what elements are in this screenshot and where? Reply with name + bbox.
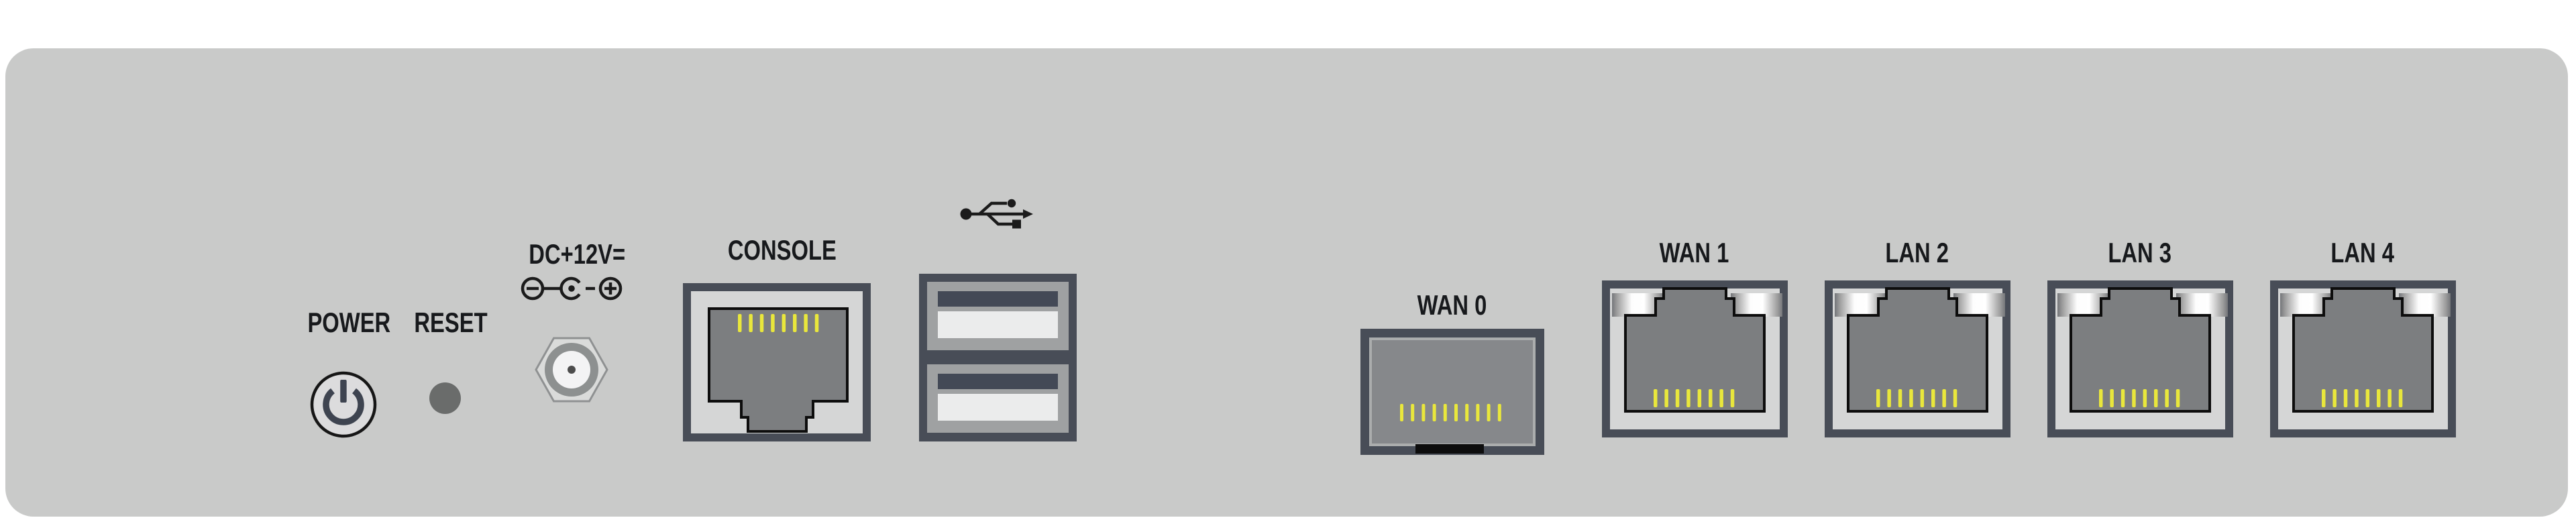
lan3-label: LAN 3	[2108, 237, 2172, 268]
rj45-port-lan3[interactable]	[2047, 280, 2233, 437]
rj45-port-wan1[interactable]	[1602, 280, 1788, 437]
sfp-port-wan0[interactable]	[1360, 329, 1544, 455]
power-label: POWER	[307, 307, 390, 338]
dc-power-label: DC+12V=	[529, 238, 625, 270]
usb-trident-icon	[959, 197, 1033, 230]
rj45-socket-graphic	[2292, 287, 2434, 413]
power-button[interactable]	[310, 371, 377, 438]
usb-slot	[938, 311, 1058, 338]
rear-panel-chassis: POWER RESET DC+12V= CONSOLE WAN 0 WAN 1 …	[5, 48, 2568, 517]
usb-port-1[interactable]	[927, 282, 1069, 350]
console-label: CONSOLE	[728, 234, 837, 266]
usb-slot	[938, 394, 1058, 421]
rj45-socket-graphic	[1624, 287, 1766, 413]
led-window-right	[1731, 293, 1782, 317]
rj45-port-lan4[interactable]	[2270, 280, 2456, 437]
lan4-label: LAN 4	[2330, 237, 2395, 268]
wan0-label: WAN 0	[1417, 289, 1487, 321]
reset-label: RESET	[414, 307, 488, 338]
dc-polarity-center-positive-icon	[520, 275, 623, 302]
sfp-socket-graphic	[1400, 404, 1501, 454]
reset-button[interactable]	[429, 382, 461, 414]
led-window-right	[2176, 293, 2228, 317]
rj45-socket-graphic	[1847, 287, 1988, 413]
wan1-label: WAN 1	[1660, 237, 1729, 268]
usb-tongue	[938, 291, 1058, 307]
power-icon	[310, 371, 377, 438]
usb-port-2[interactable]	[927, 364, 1069, 433]
led-window-right	[1953, 293, 2005, 317]
rj45-port-lan2[interactable]	[1825, 280, 2010, 437]
usb-tongue	[938, 374, 1058, 389]
rj45-socket-graphic	[708, 307, 849, 433]
console-port[interactable]	[683, 283, 871, 441]
usb-port-stack	[919, 274, 1077, 441]
rj45-socket-graphic	[2070, 287, 2211, 413]
dc-power-jack[interactable]	[535, 337, 608, 403]
led-window-right	[2399, 293, 2451, 317]
lan2-label: LAN 2	[1885, 237, 1949, 268]
